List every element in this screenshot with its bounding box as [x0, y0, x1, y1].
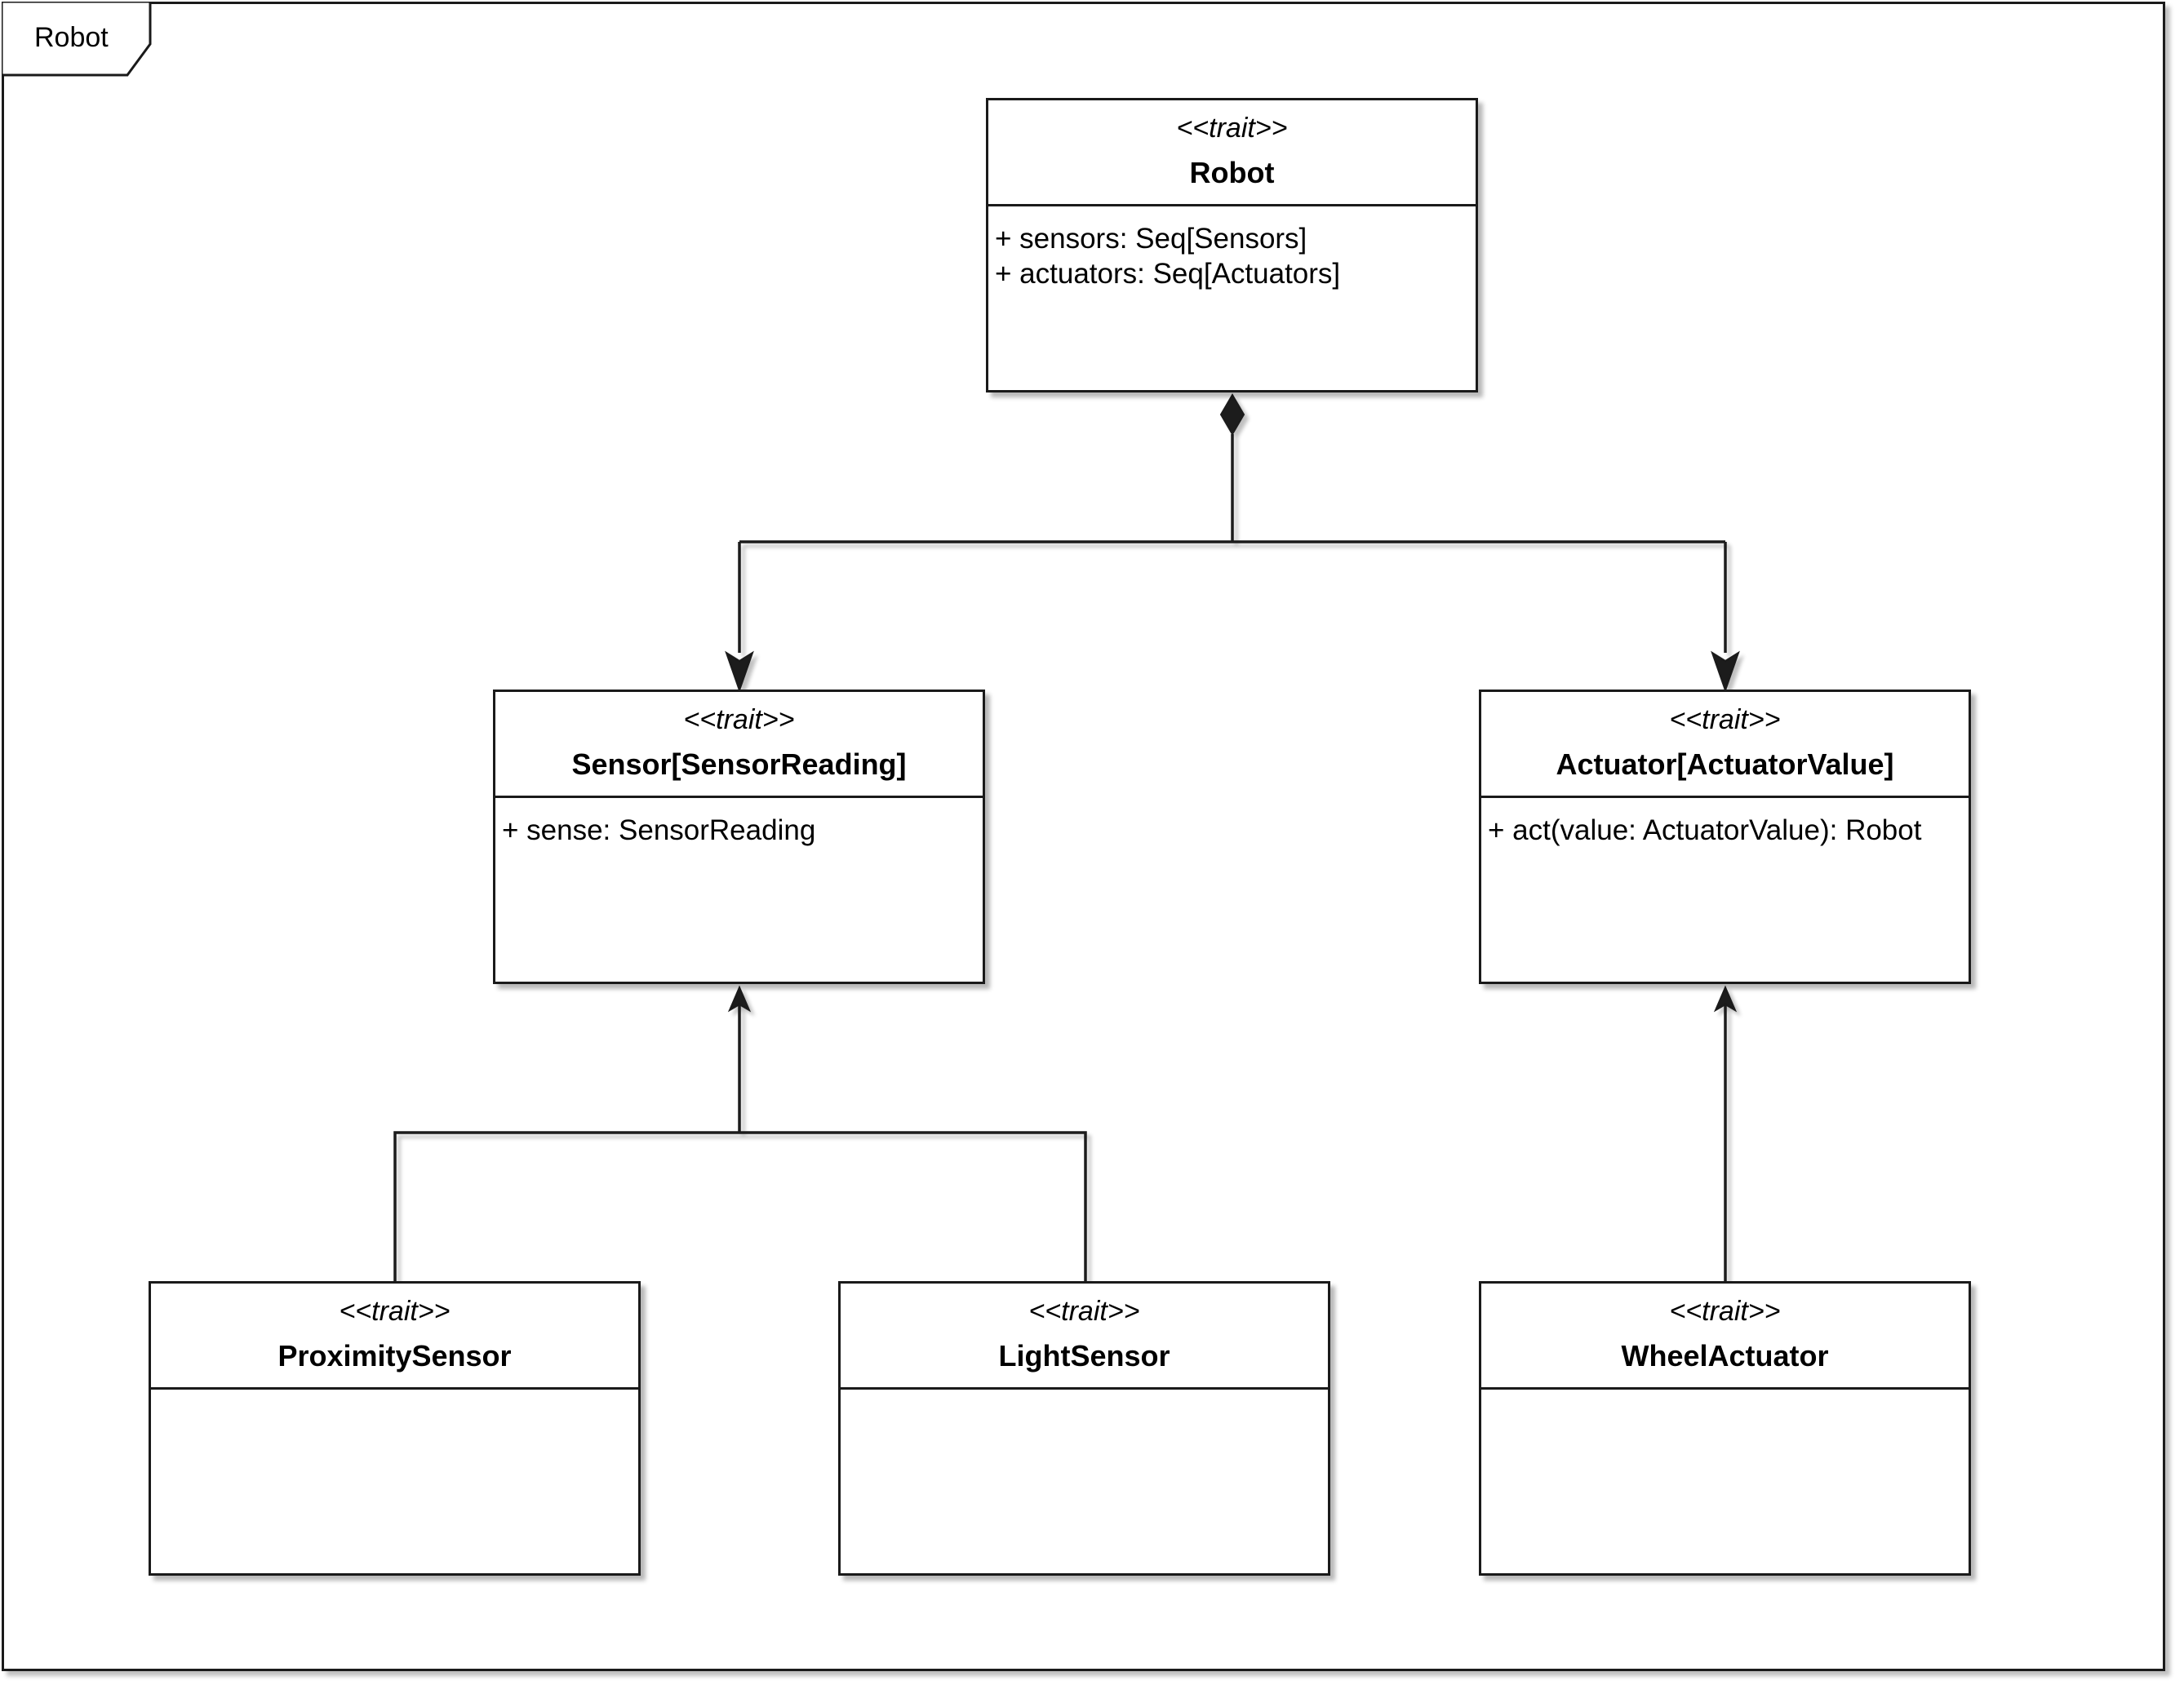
class-proximity-sensor[interactable]: <<trait>> ProximitySensor: [149, 1281, 641, 1576]
arrow-head-actuator-icon: [1711, 650, 1740, 694]
stereotype-label: <<trait>>: [683, 704, 795, 735]
frame-label: Robot: [34, 22, 109, 53]
stereotype-label: <<trait>>: [339, 1296, 451, 1327]
attribute-compartment: [151, 1390, 638, 1404]
attribute-compartment: [841, 1390, 1328, 1404]
inheritance-link-sensors: [393, 1005, 1087, 1281]
stereotype-label: <<trait>>: [1176, 113, 1288, 144]
stereotype-label: <<trait>>: [1669, 1296, 1781, 1327]
attribute-compartment: [1481, 1390, 1969, 1404]
composition-diamond-icon: [1219, 393, 1245, 436]
class-name: LightSensor: [998, 1339, 1170, 1372]
attribute-actuators: + actuators: Seq[Actuators]: [995, 258, 1341, 290]
attribute-compartment: + sensors: Seq[Sensors] + actuators: Seq…: [988, 206, 1476, 291]
class-name: Sensor[SensorReading]: [571, 747, 907, 781]
arrow-head-actuator-parent-icon: [1713, 985, 1738, 1013]
arrow-head-sensor-parent-icon: [727, 985, 752, 1013]
class-header: <<trait>> Robot: [988, 100, 1476, 206]
class-sensor[interactable]: <<trait>> Sensor[SensorReading] + sense:…: [493, 690, 985, 984]
class-name: Robot: [1189, 156, 1275, 189]
frame-tab: Robot: [2, 2, 153, 77]
class-robot[interactable]: <<trait>> Robot + sensors: Seq[Sensors] …: [986, 98, 1478, 392]
class-header: <<trait>> WheelActuator: [1481, 1284, 1969, 1390]
composition-link-robot: [738, 434, 1727, 653]
class-name: Actuator[ActuatorValue]: [1556, 747, 1894, 781]
class-header: <<trait>> LightSensor: [841, 1284, 1328, 1390]
class-header: <<trait>> Sensor[SensorReading]: [495, 692, 983, 798]
class-actuator[interactable]: <<trait>> Actuator[ActuatorValue] + act(…: [1479, 690, 1971, 984]
attribute-act: + act(value: ActuatorValue): Robot: [1488, 814, 1922, 846]
frame-tab-shape: [2, 2, 152, 77]
class-light-sensor[interactable]: <<trait>> LightSensor: [838, 1281, 1330, 1576]
attribute-compartment: + act(value: ActuatorValue): Robot: [1481, 798, 1969, 848]
class-wheel-actuator[interactable]: <<trait>> WheelActuator: [1479, 1281, 1971, 1576]
class-name: WheelActuator: [1621, 1339, 1829, 1372]
attribute-sense: + sense: SensorReading: [502, 814, 816, 846]
class-header: <<trait>> Actuator[ActuatorValue]: [1481, 692, 1969, 798]
class-header: <<trait>> ProximitySensor: [151, 1284, 638, 1390]
stereotype-label: <<trait>>: [1669, 704, 1781, 735]
arrow-head-sensor-icon: [725, 650, 754, 694]
attribute-sensors: + sensors: Seq[Sensors]: [995, 223, 1307, 255]
class-name: ProximitySensor: [277, 1339, 512, 1372]
attribute-compartment: + sense: SensorReading: [495, 798, 983, 848]
stereotype-label: <<trait>>: [1028, 1296, 1140, 1327]
